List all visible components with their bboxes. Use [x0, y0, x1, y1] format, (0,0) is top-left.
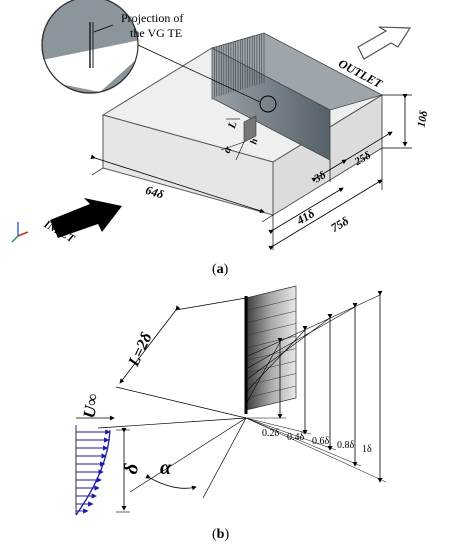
inlet-arrow — [50, 198, 122, 238]
height-base-line — [245, 417, 337, 451]
vg-ribbon-line — [245, 298, 297, 311]
outlet-arrow — [357, 26, 412, 60]
vg-length-label-b: L=2δ — [125, 330, 156, 370]
height-dimensions: 0.2δ 0.4δ 0.6δ 0.8δ 1δ — [245, 291, 387, 483]
vg-ribbon-line — [245, 323, 297, 336]
height-label: 0.6δ — [312, 436, 330, 447]
vg-length-label: L — [226, 119, 240, 131]
height-label: 1δ — [362, 444, 372, 455]
height-base-line — [245, 417, 387, 483]
callout-label-line2: the VG TE — [130, 26, 182, 40]
caption-b-letter: b — [216, 527, 225, 542]
height-base-line — [245, 417, 362, 467]
dim-downstream: 41δ — [293, 206, 317, 228]
dim-height: 10δ — [416, 109, 431, 128]
height-guide — [245, 341, 281, 405]
callout-label-line1: Projection of — [121, 11, 183, 25]
dim-gap: 3δ — [311, 169, 328, 186]
axis-triad-icon — [11, 222, 29, 243]
vg-ribbon-line — [245, 360, 297, 374]
vg-height-label: h — [248, 137, 260, 146]
height-guide — [245, 294, 381, 358]
boundary-layer-label: δ — [120, 462, 143, 476]
height-label: 0.4δ — [287, 432, 305, 443]
velocity-arrows — [76, 429, 111, 514]
height-base-line — [245, 417, 312, 435]
vg-ribbon-line — [245, 385, 297, 399]
height-guide — [245, 329, 306, 393]
vg-plate — [243, 115, 257, 143]
caption-b: (b) — [212, 527, 230, 542]
caption-a-letter: a — [216, 262, 224, 277]
freestream-velocity-label: U∞ — [79, 392, 102, 419]
vg-angle-label: α — [221, 144, 235, 155]
vg-ribbon-line — [245, 310, 297, 324]
height-label: 0.8δ — [337, 440, 355, 451]
dim-length: 64δ — [144, 183, 166, 202]
caption-a: (a) — [212, 262, 229, 277]
dim-total: 75δ — [328, 214, 351, 235]
angle-label: α — [160, 457, 172, 479]
height-label: 0.2δ — [262, 428, 280, 439]
height-guide — [245, 317, 331, 381]
height-guide — [245, 306, 356, 370]
panel-a: Projection of the VG TE L h α 64δ 41δ 75… — [11, 0, 431, 251]
zoom-circle — [259, 95, 277, 113]
panel-b: L=2δ α U∞ δ 0.2δ 0.4δ 0.6δ 0.8δ 1δ — [75, 285, 387, 516]
velocity-profile-curve — [75, 429, 111, 516]
